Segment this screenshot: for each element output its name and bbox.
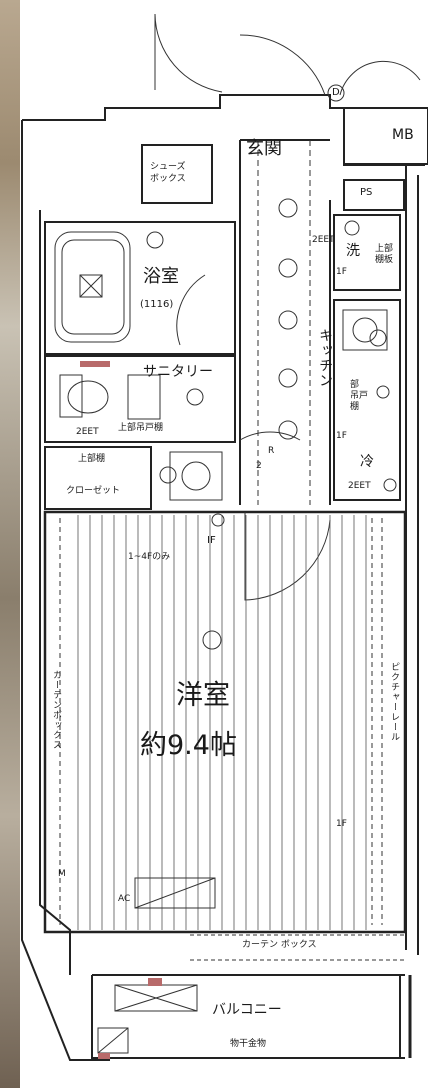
- upper-cabinet-label: 上部吊戸棚: [118, 423, 164, 433]
- entrance-door: [239, 34, 326, 96]
- upper-shelf-wash-label: 上部 棚板: [375, 244, 394, 265]
- shoe-box-label: シューズ ボックス: [150, 162, 186, 184]
- bath-name-label: 浴室: [143, 266, 179, 287]
- floors-note-label: 1~4Fのみ: [128, 552, 171, 562]
- ps-label: PS: [360, 187, 373, 198]
- shoe-box-outline: [141, 144, 213, 204]
- left-edge-photo-strip: [0, 0, 20, 1088]
- drain-mark: [148, 978, 162, 986]
- closet-label: クローゼット: [66, 486, 121, 496]
- toilet-bowl: [67, 380, 109, 414]
- kitchen-sink: [342, 309, 388, 351]
- western-room-outline: [43, 510, 407, 934]
- sanitary-door: [239, 431, 301, 441]
- picture-rail-label: ピクチャーレール: [389, 662, 399, 742]
- balcony-outline: [91, 974, 405, 1059]
- two-eet-wash-label: 2EET: [312, 235, 335, 245]
- drying-hardware-label: 物干金物: [230, 1039, 267, 1049]
- kitchen-label: キッチン: [317, 328, 333, 388]
- bathtub: [54, 231, 131, 343]
- corridor-walls: [239, 139, 331, 505]
- cabinet-mark: [80, 361, 110, 367]
- upper-shelf-label: 上部棚: [78, 454, 106, 464]
- wash-label: 洗: [346, 243, 360, 259]
- fridge-label: 冷: [360, 454, 374, 470]
- western-room-name: 洋室: [176, 680, 230, 711]
- ps-box: [343, 179, 405, 211]
- entrance-label: 玄関: [246, 138, 282, 159]
- partial-cabinet-label: 部 吊戸 棚: [350, 380, 369, 412]
- floor-1f-wash-label: 1F: [336, 267, 347, 277]
- curtain-box-bottom-label: カーテン ボックス: [242, 940, 317, 950]
- door-mark-label: D: [332, 87, 340, 98]
- balcony-label: バルコニー: [212, 1002, 282, 1018]
- left-outer-wall: [21, 120, 110, 1061]
- wash-unit: [333, 214, 401, 291]
- floor-1f-fridge-label: 1F: [336, 431, 347, 441]
- two-eet-fridge-label: 2EET: [348, 481, 371, 491]
- sanitary-outline: [44, 355, 236, 443]
- bath-door: [176, 274, 206, 346]
- two-eet-sanitary-label: 2EET: [76, 427, 99, 437]
- kitchen-counter: [333, 299, 401, 501]
- room-door: [244, 512, 331, 601]
- bath-room-outline: [44, 221, 236, 355]
- mb-label: MB: [392, 127, 414, 143]
- r-mark-label: R: [268, 446, 275, 456]
- m-mark-label: M: [58, 869, 66, 879]
- ac-mark-label: AC: [118, 894, 131, 904]
- bath-size-label: (1116): [140, 299, 174, 310]
- small-2-label: 2: [256, 461, 262, 471]
- if-mark-label: IF: [207, 535, 216, 546]
- curtain-box-side-label: カーテンボックス: [51, 670, 61, 750]
- flooring-lines: [77, 515, 367, 930]
- outer-wall: [22, 94, 425, 166]
- floor-1f-room-label: 1F: [336, 819, 347, 829]
- washing-machine-pan: [169, 451, 223, 501]
- left-inner-wall: [39, 210, 71, 975]
- sanitary-label: サニタリー: [143, 364, 213, 380]
- mb-box: [343, 107, 428, 165]
- western-room-size: 約9.4帖: [140, 730, 237, 761]
- closet-outline: [44, 446, 152, 510]
